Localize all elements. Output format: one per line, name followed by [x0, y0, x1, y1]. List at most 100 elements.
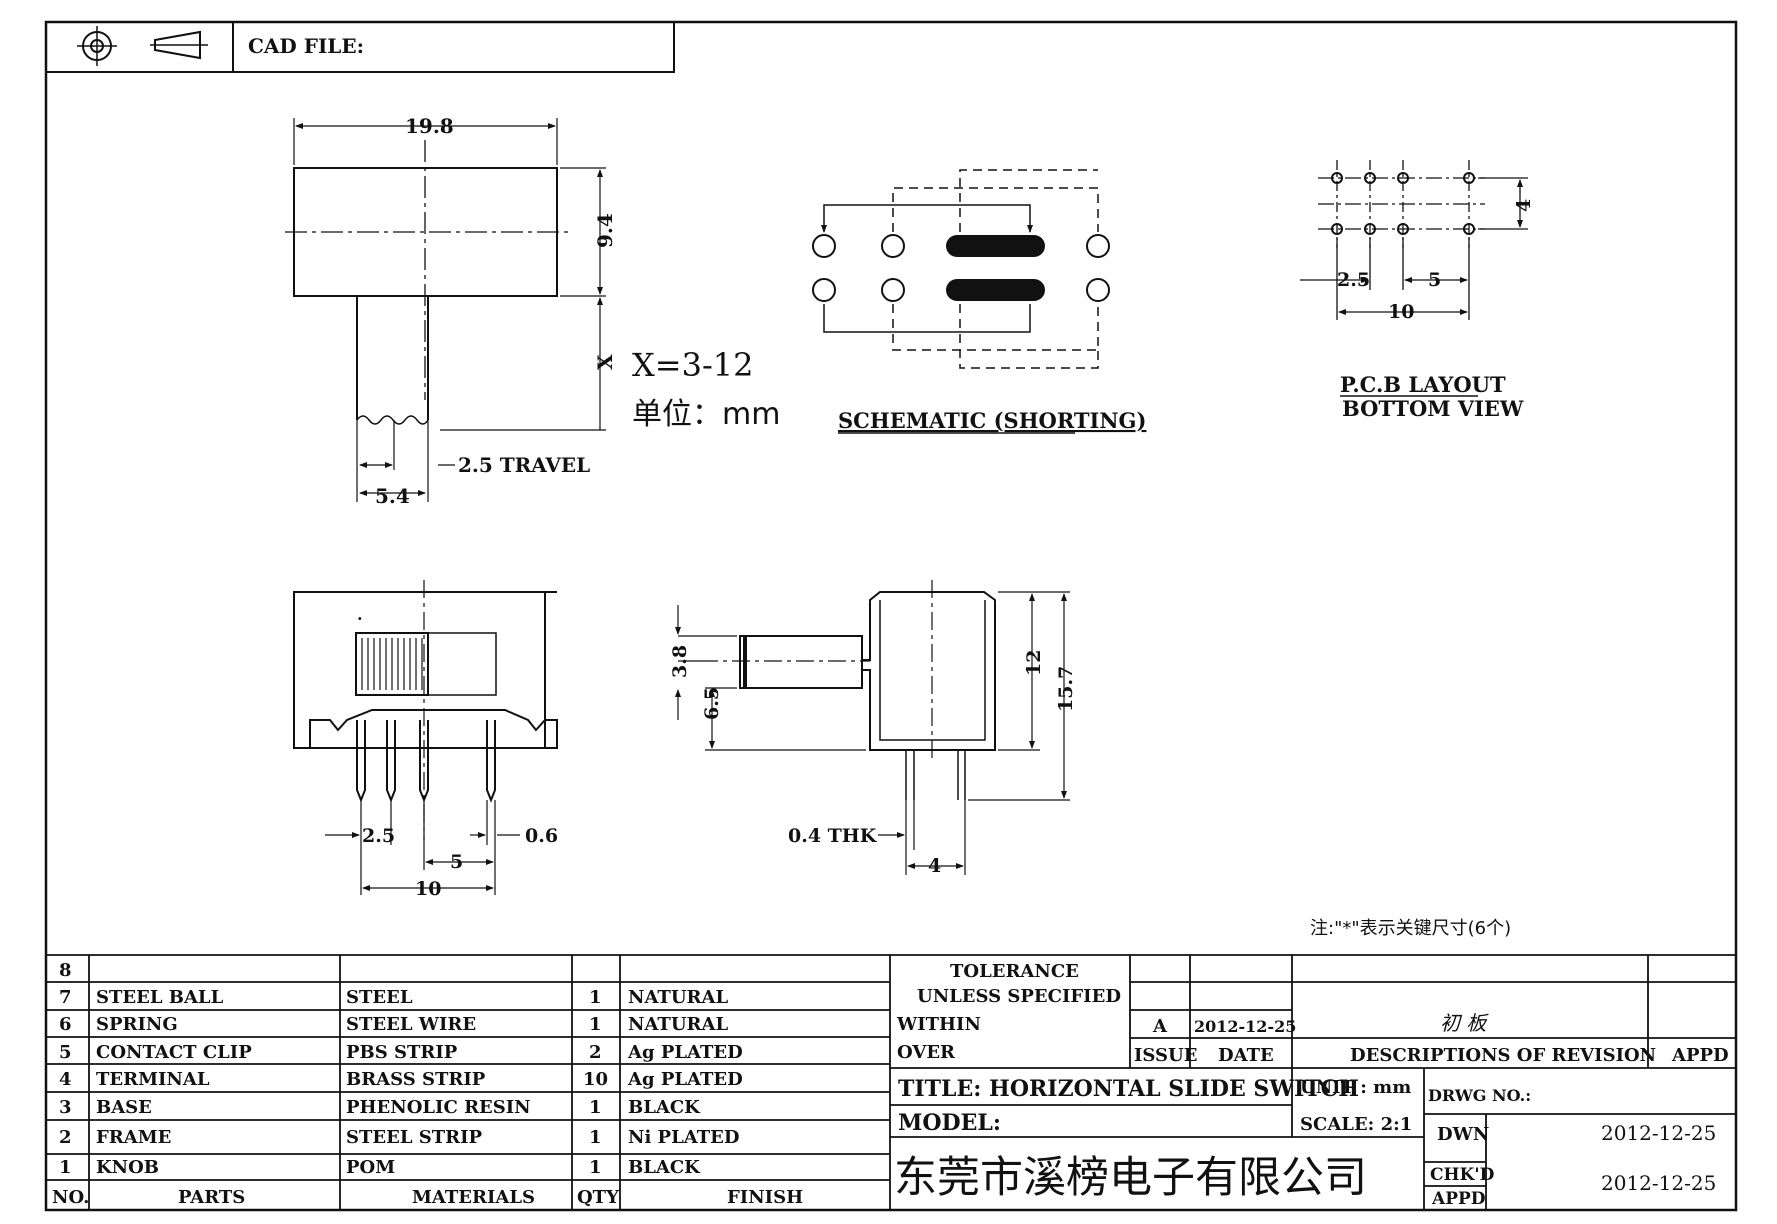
- schematic-caption: SCHEMATIC (SHORTING): [838, 408, 1146, 433]
- bom-material: BRASS STRIP: [346, 1069, 486, 1090]
- bom-row: 6 SPRING STEEL WIRE 1 NATURAL: [59, 1014, 728, 1035]
- top-x-dim: X: [593, 354, 617, 370]
- x-range-label: X=3-12: [632, 346, 753, 384]
- pcb-title: P.C.B LAYOUT: [1340, 372, 1506, 397]
- bom-header-parts: PARTS: [178, 1187, 245, 1208]
- over-label: OVER: [897, 1042, 956, 1063]
- bom-header-no: NO.: [52, 1187, 89, 1208]
- header-box: CAD FILE:: [45, 21, 675, 73]
- date-label: DATE: [1218, 1045, 1274, 1066]
- bom-qty: 1: [589, 987, 602, 1008]
- appd-header-label: APPD: [1671, 1045, 1729, 1066]
- knob-width-dim: 5.4: [375, 484, 410, 508]
- revision-letter: A: [1152, 1016, 1168, 1037]
- bom-header-finish: FINISH: [727, 1187, 803, 1208]
- bom-qty: 2: [589, 1042, 602, 1063]
- top-height-dim: 9.4: [593, 213, 617, 248]
- bom-finish: NATURAL: [628, 1014, 728, 1035]
- schematic-diagram: [812, 169, 1110, 369]
- chkd-label: CHK'D: [1430, 1165, 1495, 1185]
- projection-symbol-icon: [77, 26, 208, 66]
- bom-material: PHENOLIC RESIN: [346, 1097, 531, 1118]
- bom-no: 4: [59, 1069, 72, 1090]
- bom-material: POM: [346, 1157, 395, 1178]
- bom-part: CONTACT CLIP: [96, 1042, 252, 1063]
- issue-label: ISSUE: [1134, 1045, 1197, 1066]
- travel-dim: 2.5 TRAVEL: [458, 453, 590, 477]
- bom-header-materials: MATERIALS: [412, 1187, 535, 1208]
- unless-specified-label: UNLESS SPECIFIED: [917, 986, 1121, 1007]
- bom-part: FRAME: [96, 1127, 171, 1148]
- front-dim-0-6: 0.6: [525, 825, 558, 847]
- top-view: [285, 118, 606, 502]
- unit-label: UNIT : mm: [1300, 1077, 1411, 1098]
- bom-row: 2 FRAME STEEL STRIP 1 Ni PLATED: [59, 1127, 739, 1148]
- bom-row: 4 TERMINAL BRASS STRIP 10 Ag PLATED: [59, 1069, 743, 1090]
- bom-material: STEEL STRIP: [346, 1127, 483, 1148]
- bom-part: SPRING: [96, 1014, 178, 1035]
- bom-part: KNOB: [96, 1157, 159, 1178]
- bom-material: STEEL WIRE: [346, 1014, 476, 1035]
- bom-finish: Ag PLATED: [627, 1042, 743, 1063]
- front-dim-5: 5: [450, 851, 463, 873]
- company-name: 东莞市溪榜电子有限公司: [894, 1153, 1367, 1203]
- bom-no: 1: [59, 1157, 72, 1178]
- check-date: 2012-12-25: [1601, 1171, 1716, 1195]
- unit-note: 单位：mm: [632, 397, 780, 432]
- tolerance-label: TOLERANCE: [950, 961, 1079, 982]
- pcb-dim-5: 5: [1428, 269, 1441, 291]
- bom-finish: Ni PLATED: [628, 1127, 739, 1148]
- front-dim-10: 10: [415, 878, 441, 900]
- pcb-dim-10: 10: [1388, 301, 1414, 323]
- side-dim-6-5: 6.5: [701, 687, 723, 720]
- bom-row: 5 CONTACT CLIP PBS STRIP 2 Ag PLATED: [59, 1042, 743, 1063]
- bom-no: 2: [59, 1127, 72, 1148]
- bom-header-row: NO. PARTS MATERIALS QTY FINISH: [52, 1187, 803, 1208]
- bom-no: 7: [59, 987, 72, 1008]
- bom-part: BASE: [96, 1097, 152, 1118]
- descriptions-of-revision-label: DESCRIPTIONS OF REVISION: [1350, 1045, 1656, 1066]
- front-view: [293, 580, 558, 895]
- top-width-dim: 19.8: [405, 114, 454, 138]
- side-thk: 0.4 THK: [788, 825, 878, 847]
- pcb-layout: [1300, 160, 1528, 320]
- key-dimension-note: 注:"*"表示关键尺寸(6个): [1310, 918, 1511, 939]
- side-dim-3-8: 3.8: [669, 645, 691, 678]
- bom-material: STEEL: [346, 987, 413, 1008]
- bom-material: PBS STRIP: [346, 1042, 458, 1063]
- bom-no: 5: [59, 1042, 72, 1063]
- revision-date: 2012-12-25: [1194, 1017, 1296, 1036]
- front-dot: .: [357, 605, 363, 624]
- pcb-subtitle: BOTTOM VIEW: [1342, 396, 1524, 421]
- sheet-border: [44, 20, 1738, 1212]
- front-dim-2-5: 2.5: [362, 825, 395, 847]
- revision-description: 初 板: [1440, 1011, 1489, 1035]
- side-dim-4: 4: [928, 855, 941, 877]
- bom-part: STEEL BALL: [96, 987, 224, 1008]
- scale-label: SCALE: 2:1: [1300, 1114, 1412, 1135]
- bom-qty: 1: [589, 1014, 602, 1035]
- side-dim-15-7: 15.7: [1055, 666, 1077, 712]
- bom-part: TERMINAL: [96, 1069, 210, 1090]
- bom-finish: BLACK: [628, 1157, 701, 1178]
- drwg-no-label: DRWG NO.:: [1428, 1086, 1531, 1105]
- drawing-title: TITLE: HORIZONTAL SLIDE SWITCH: [898, 1076, 1359, 1102]
- bom-row: 1 KNOB POM 1 BLACK: [59, 1157, 701, 1178]
- bom-row: 7 STEEL BALL STEEL 1 NATURAL: [59, 987, 728, 1008]
- bom-finish: BLACK: [628, 1097, 701, 1118]
- bom-qty: 10: [583, 1069, 608, 1090]
- bom-grid: [46, 954, 1736, 1210]
- bom-finish: Ag PLATED: [627, 1069, 743, 1090]
- model-label: MODEL:: [898, 1110, 1001, 1136]
- dwn-label: DWN: [1437, 1124, 1489, 1145]
- bom-no: 3: [59, 1097, 72, 1118]
- appd-label: APPD: [1431, 1189, 1486, 1209]
- dwn-date: 2012-12-25: [1601, 1121, 1716, 1145]
- side-dim-12: 12: [1023, 650, 1045, 676]
- bom-no: 8: [59, 960, 72, 981]
- pcb-dim-2-5: 2.5: [1337, 269, 1370, 291]
- bom-qty: 1: [589, 1127, 602, 1148]
- bom-row: 8: [59, 960, 72, 981]
- bom-row: 3 BASE PHENOLIC RESIN 1 BLACK: [59, 1097, 701, 1118]
- cad-file-label: CAD FILE:: [248, 34, 364, 58]
